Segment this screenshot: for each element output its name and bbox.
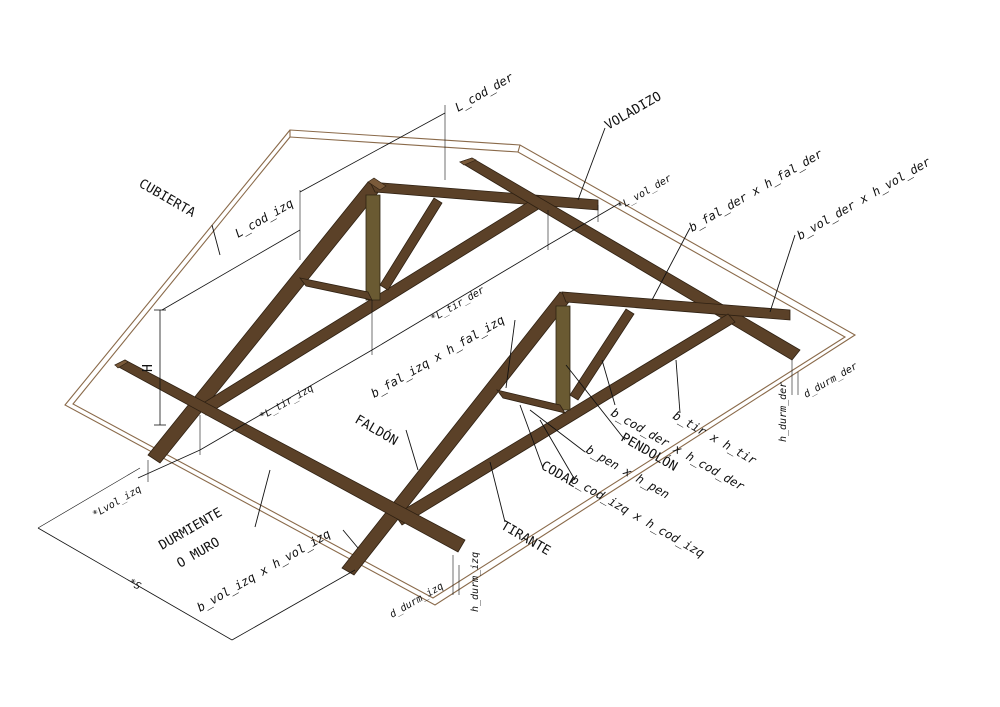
- leader-lines: [211, 127, 796, 549]
- label-h-durm-der: h_durm_der: [778, 382, 789, 442]
- label-h-durm-izq: h_durm_izq: [470, 552, 481, 612]
- label-s: *S: [127, 577, 143, 593]
- label-b-vol-der: b_vol_der x h_vol_der: [795, 154, 934, 242]
- label-b-fal-der: b_fal_der x h_fal_der: [687, 146, 826, 234]
- front-wall-plate: [114, 359, 466, 553]
- label-voladizo: VOLADIZO: [603, 89, 665, 133]
- back-truss: [147, 177, 599, 464]
- label-tirante: TIRANTE: [498, 518, 553, 558]
- dimension-lines: [37, 105, 799, 641]
- front-truss: [341, 291, 791, 576]
- label-h: H: [141, 364, 156, 372]
- label-l-vol-der: *L_vol_der: [616, 173, 674, 213]
- label-l-tir-der: *L_tir_der: [429, 285, 487, 325]
- label-d-durm-der: d_durm_der: [802, 361, 860, 401]
- label-l-vol-izq: *Lvol_izq: [91, 484, 143, 521]
- label-l-cod-der: L_cod_der: [453, 70, 517, 115]
- annotation-labels: L_cod_der VOLADIZO L_cod_izq *L_vol_der …: [91, 70, 934, 621]
- label-d-durm-izq: d_durm_izq: [388, 581, 446, 621]
- label-cubierta: CUBIERTA: [136, 176, 198, 220]
- label-l-cod-izq: L_cod_izq: [233, 196, 296, 241]
- label-faldon: FALDÓN: [352, 412, 401, 449]
- roof-covering: [64, 129, 857, 606]
- label-l-tir-izq: *L_tir_izq: [258, 383, 316, 423]
